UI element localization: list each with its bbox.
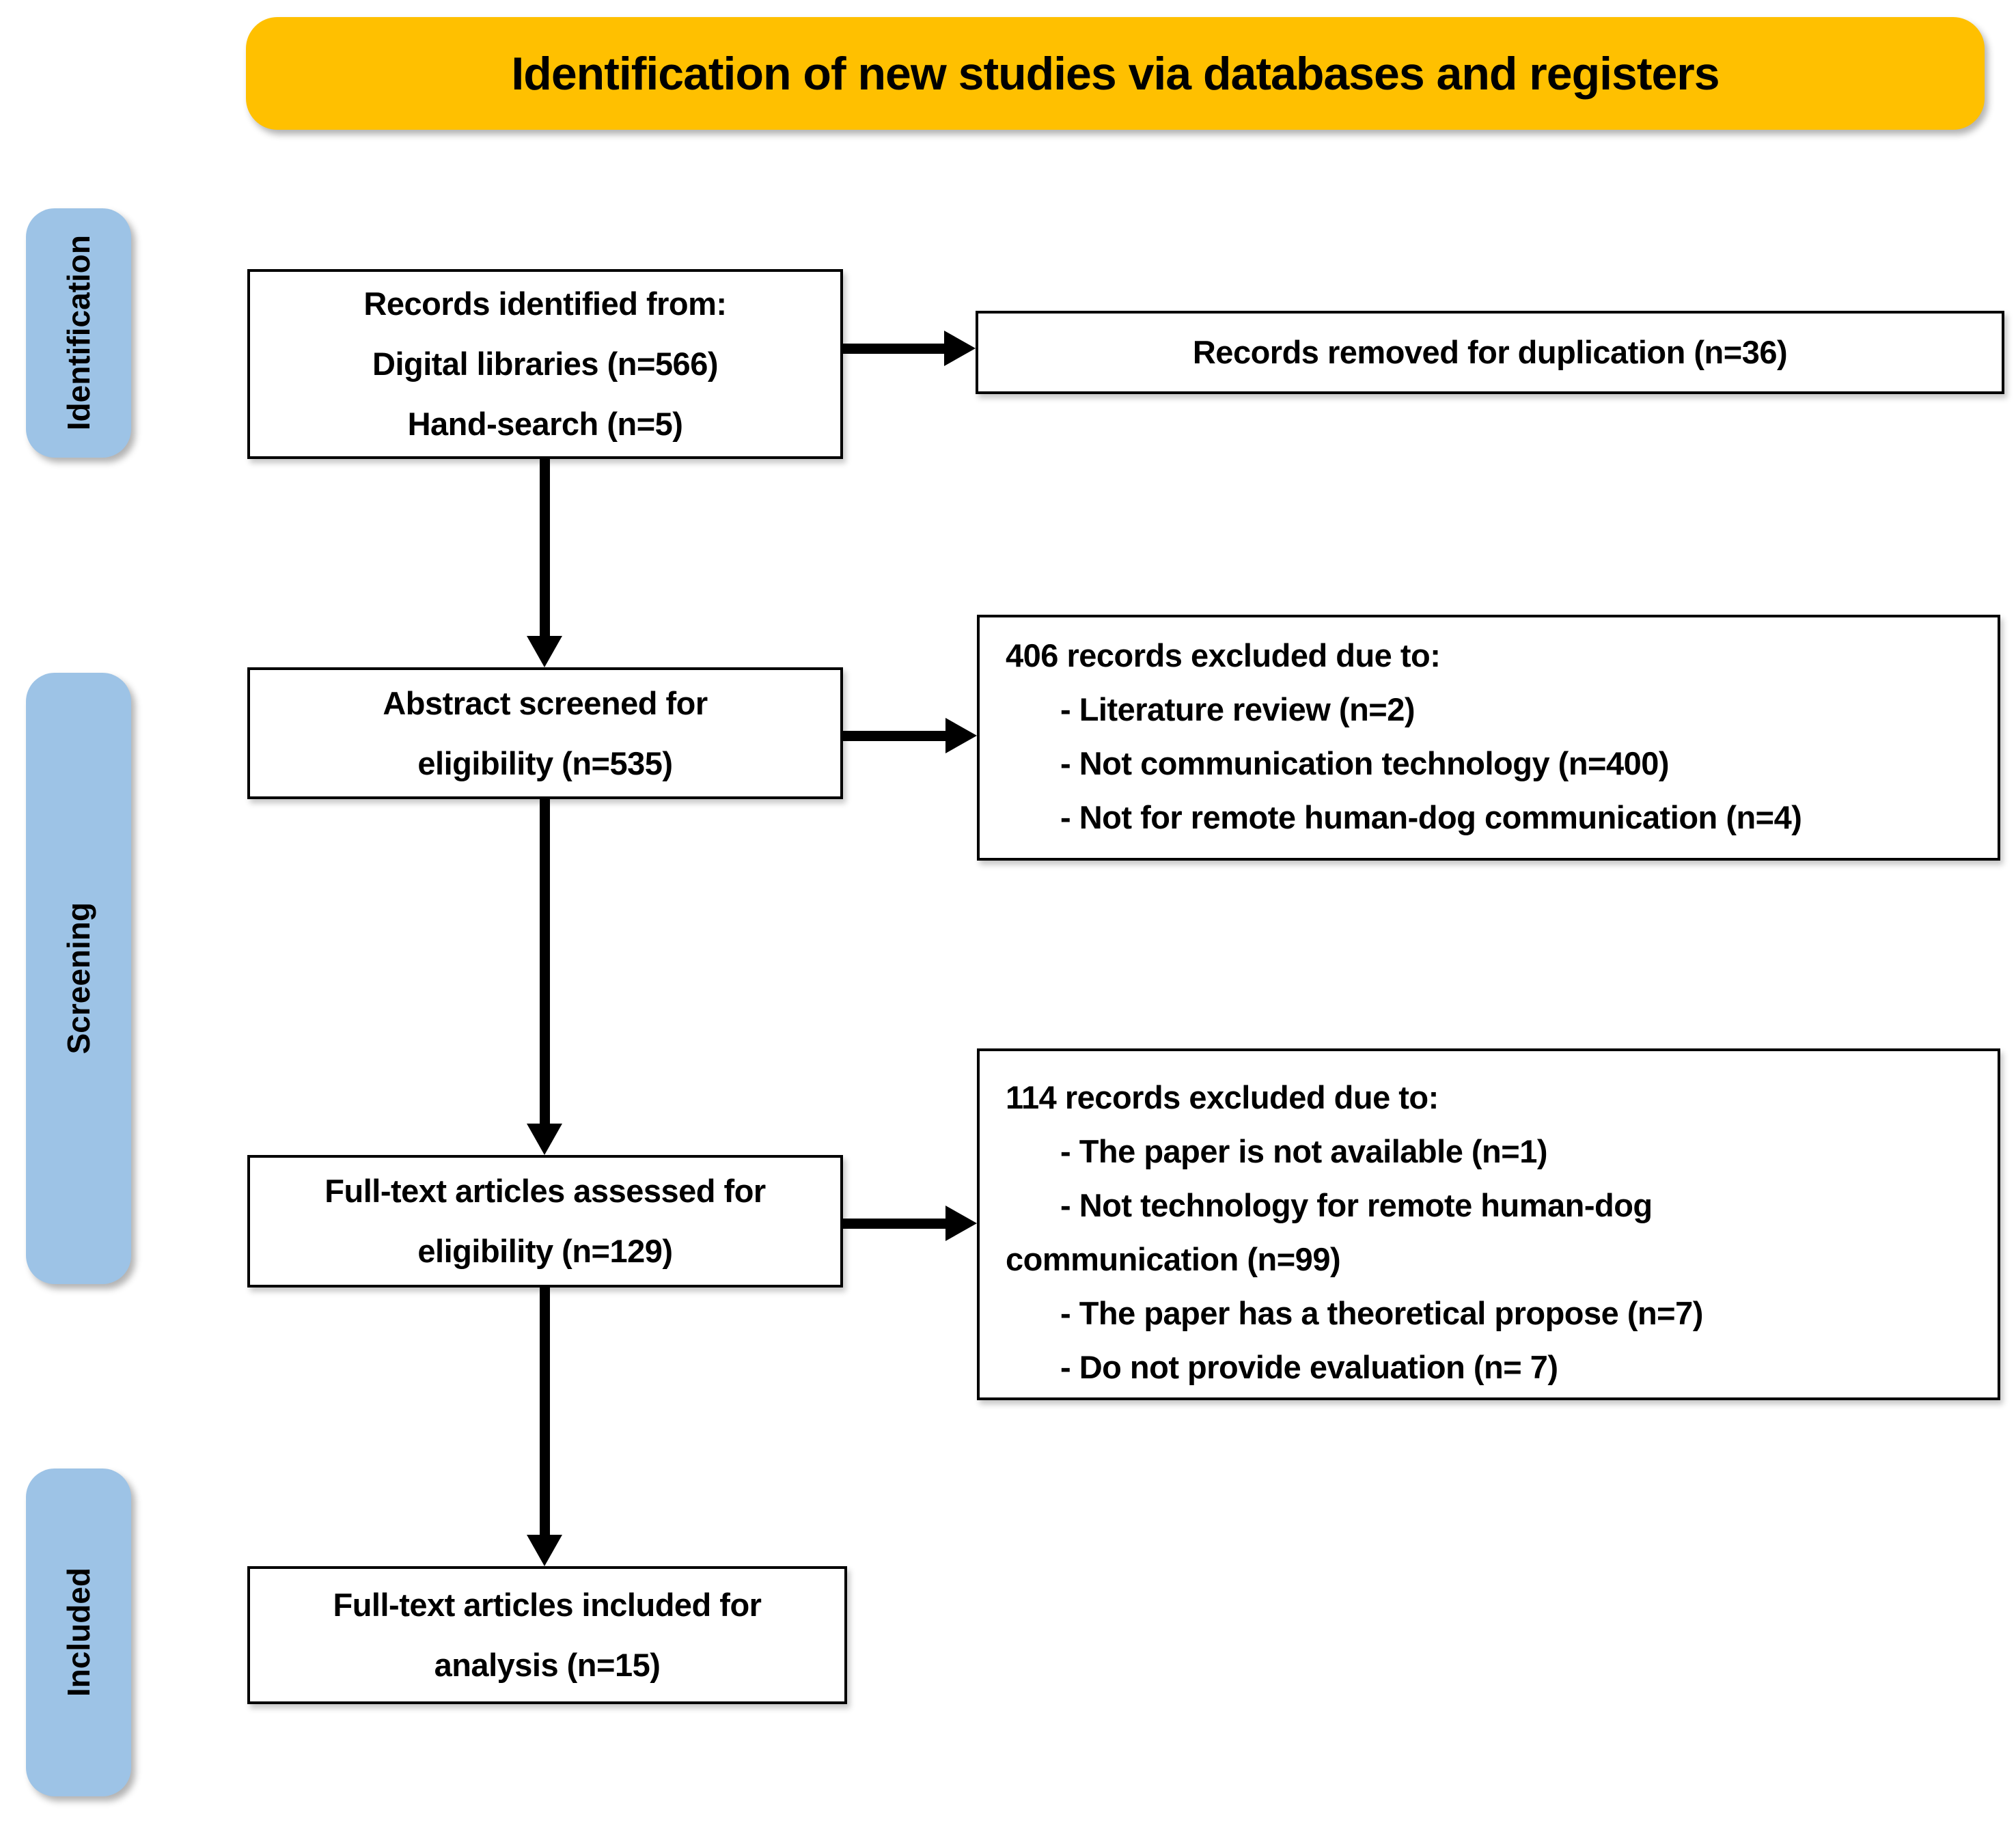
arrow-right-icon — [945, 1206, 977, 1241]
flow-box-records-identified: Records identified from: Digital librari… — [247, 269, 843, 459]
box-line: Abstract screened for — [383, 684, 708, 721]
box-line: - The paper is not available (n=1) — [1060, 1133, 1548, 1169]
arrow-shaft — [540, 459, 550, 637]
box-line: - Not technology for remote human-dog — [1060, 1187, 1653, 1223]
box-line: Records removed for duplication (n=36) — [1192, 334, 1788, 370]
arrow-down-icon — [527, 1535, 562, 1566]
stage-label-included: Included — [26, 1469, 131, 1796]
box-line: - Literature review (n=2) — [1060, 691, 1416, 727]
flow-box-removed-duplication: Records removed for duplication (n=36) — [976, 311, 2004, 394]
title-banner: Identification of new studies via databa… — [246, 17, 1985, 130]
flow-box-fulltext-included: Full-text articles included for analysis… — [247, 1566, 847, 1704]
box-line: analysis (n=15) — [434, 1647, 661, 1683]
arrow-shaft — [842, 1219, 947, 1229]
flow-box-fulltext-assessed: Full-text articles assessed for eligibil… — [247, 1155, 843, 1288]
box-line: - The paper has a theoretical propose (n… — [1060, 1295, 1703, 1331]
box-line: Digital libraries (n=566) — [372, 346, 719, 382]
arrow-shaft — [540, 1288, 550, 1536]
arrow-shaft — [842, 344, 945, 354]
box-line: Hand-search (n=5) — [407, 406, 683, 442]
arrow-shaft — [842, 731, 947, 741]
stage-label-identification: Identification — [26, 208, 131, 458]
title-text: Identification of new studies via databa… — [511, 47, 1720, 100]
flow-box-abstract-screened: Abstract screened for eligibility (n=535… — [247, 667, 843, 799]
arrow-down-icon — [527, 636, 562, 667]
arrow-right-icon — [945, 718, 977, 753]
box-line: - Not for remote human-dog communication… — [1060, 799, 1802, 835]
box-line: 114 records excluded due to: — [1006, 1079, 1439, 1115]
box-line: Full-text articles included for — [333, 1587, 762, 1623]
box-line: communication (n=99) — [1006, 1241, 1341, 1277]
arrow-down-icon — [527, 1124, 562, 1155]
arrow-shaft — [540, 799, 550, 1125]
box-line: eligibility (n=129) — [417, 1233, 673, 1269]
box-line: Records identified from: — [363, 286, 727, 322]
arrow-right-icon — [944, 331, 976, 366]
flow-box-excluded-406: 406 records excluded due to: - Literatur… — [977, 615, 2000, 861]
stage-label-identification-text: Identification — [61, 235, 96, 431]
box-line: 406 records excluded due to: — [1006, 637, 1441, 673]
stage-label-included-text: Included — [61, 1568, 96, 1697]
box-line: Full-text articles assessed for — [325, 1173, 766, 1209]
flow-box-excluded-114: 114 records excluded due to: - The paper… — [977, 1048, 2000, 1400]
box-line: - Not communication technology (n=400) — [1060, 745, 1670, 781]
stage-label-screening: Screening — [26, 673, 131, 1284]
box-line: eligibility (n=535) — [417, 744, 673, 781]
stage-label-screening-text: Screening — [61, 902, 96, 1055]
box-line: - Do not provide evaluation (n= 7) — [1060, 1349, 1558, 1385]
